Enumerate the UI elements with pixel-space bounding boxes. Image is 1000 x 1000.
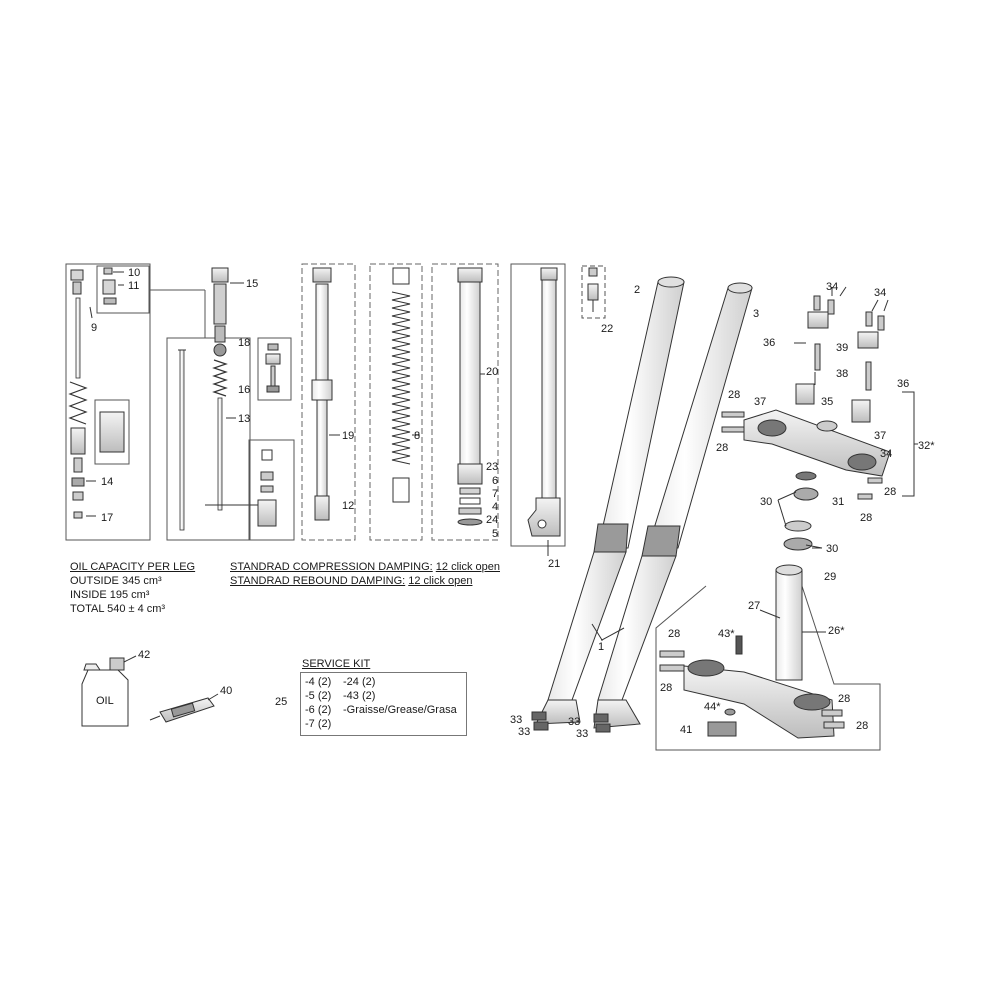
service-kit-item: -5 (2) [305, 690, 332, 702]
compression-damping-line: STANDRAD COMPRESSION DAMPING: 12 click o… [230, 561, 500, 574]
callout-6: 6 [492, 475, 498, 487]
callout-34a: 34 [826, 281, 838, 293]
damper-assembly [205, 267, 295, 541]
part-22-box [581, 265, 606, 319]
callout-8: 8 [414, 430, 420, 442]
callout-28b: 28 [716, 442, 728, 454]
oil-capacity-total: TOTAL 540 ± 4 cm³ [70, 603, 166, 615]
callout-23: 23 [486, 461, 498, 473]
oil-capacity-heading: OIL CAPACITY PER LEG [70, 561, 196, 573]
callout-7: 7 [492, 488, 498, 500]
callout-43: 43* [718, 628, 735, 640]
slider-group [510, 263, 566, 556]
callout-22: 22 [601, 323, 613, 335]
service-kit-item: -Graisse/Grease/Grasa [343, 704, 457, 716]
callout-26: 26* [828, 625, 845, 637]
callout-20: 20 [486, 366, 498, 378]
callout-2: 2 [634, 284, 640, 296]
callout-14: 14 [101, 476, 113, 488]
service-kit-column-2: -24 (2) -43 (2) -Graisse/Grease/Grasa [343, 675, 457, 717]
callout-17: 17 [101, 512, 113, 524]
callout-12: 12 [342, 500, 354, 512]
callout-19: 19 [342, 430, 354, 442]
callout-21: 21 [548, 558, 560, 570]
callout-16: 16 [238, 384, 250, 396]
callout-11: 11 [128, 280, 139, 292]
rebound-damping-value: 12 click open [408, 575, 473, 587]
callout-34b: 34 [874, 287, 886, 299]
callout-25: 25 [275, 696, 287, 708]
outer-cartridge-group [431, 263, 499, 541]
callout-28g: 28 [838, 693, 850, 705]
callout-24: 24 [486, 514, 498, 526]
service-kit-item: -7 (2) [305, 718, 332, 730]
callout-36a: 36 [763, 337, 775, 349]
callout-35: 35 [821, 396, 833, 408]
callout-1: 1 [598, 641, 604, 653]
callout-15: 15 [246, 278, 258, 290]
callout-33d: 33 [576, 728, 588, 740]
callout-28h: 28 [856, 720, 868, 732]
callout-18: 18 [238, 337, 250, 349]
callout-33b: 33 [518, 726, 530, 738]
callout-41: 41 [680, 724, 692, 736]
fork-legs [535, 276, 753, 729]
service-kit-box: -4 (2) -5 (2) -6 (2) -7 (2) -24 (2) -43 … [300, 672, 467, 736]
oil-bottle-label: OIL [96, 695, 114, 707]
callout-37a: 37 [754, 396, 766, 408]
callout-29: 29 [824, 571, 836, 583]
callout-27: 27 [748, 600, 760, 612]
callout-28f: 28 [660, 682, 672, 694]
callout-37b: 37 [874, 430, 886, 442]
callout-30b: 30 [826, 543, 838, 555]
callout-34c: 34 [880, 448, 892, 460]
callout-4: 4 [492, 501, 498, 513]
service-kit-item: -4 (2) [305, 676, 332, 688]
service-kit-item: -24 (2) [343, 676, 376, 688]
callout-13: 13 [238, 413, 250, 425]
callout-42: 42 [138, 649, 150, 661]
callout-33c: 33 [568, 716, 580, 728]
callout-28e: 28 [668, 628, 680, 640]
oil-capacity-outside: OUTSIDE 345 cm³ [70, 575, 162, 587]
callout-10: 10 [128, 267, 140, 279]
axle-clamp-bolts [531, 711, 611, 733]
callout-30a: 30 [760, 496, 772, 508]
spring-group [369, 263, 423, 541]
oil-capacity-inside: INSIDE 195 cm³ [70, 589, 150, 601]
service-kit-column-1: -4 (2) -5 (2) -6 (2) -7 (2) [305, 675, 331, 731]
callout-32: 32* [918, 440, 935, 452]
callout-9: 9 [91, 322, 97, 334]
inner-tube-group [301, 263, 356, 541]
service-kit-title: SERVICE KIT [302, 658, 371, 670]
callout-39: 39 [836, 342, 848, 354]
service-kit-item: -43 (2) [343, 690, 376, 702]
service-kit-item: -6 (2) [305, 704, 332, 716]
callout-44: 44* [704, 701, 721, 713]
callout-28c: 28 [884, 486, 896, 498]
compression-damping-label: STANDRAD COMPRESSION DAMPING: [230, 561, 433, 573]
rebound-damping-label: STANDRAD REBOUND DAMPING: [230, 575, 406, 587]
callout-labels: 10 11 9 14 17 15 18 16 13 19 12 8 20 23 … [91, 267, 935, 740]
callout-40: 40 [220, 685, 232, 697]
callout-33a: 33 [510, 714, 522, 726]
callout-31: 31 [832, 496, 844, 508]
callout-3: 3 [753, 308, 759, 320]
oil-bottle [81, 655, 137, 727]
compression-damping-value: 12 click open [435, 561, 500, 573]
callout-38: 38 [836, 368, 848, 380]
cartridge-panel [65, 263, 206, 541]
callout-36b: 36 [897, 378, 909, 390]
grease-tube [149, 693, 219, 723]
damper-rod-panel [166, 337, 251, 541]
callout-28d: 28 [860, 512, 872, 524]
lower-triple-clamp [655, 564, 881, 751]
callout-28a: 28 [728, 389, 740, 401]
callout-5: 5 [492, 528, 498, 540]
rebound-damping-line: STANDRAD REBOUND DAMPING: 12 click open [230, 575, 472, 588]
upper-triple-clamp [721, 286, 918, 551]
